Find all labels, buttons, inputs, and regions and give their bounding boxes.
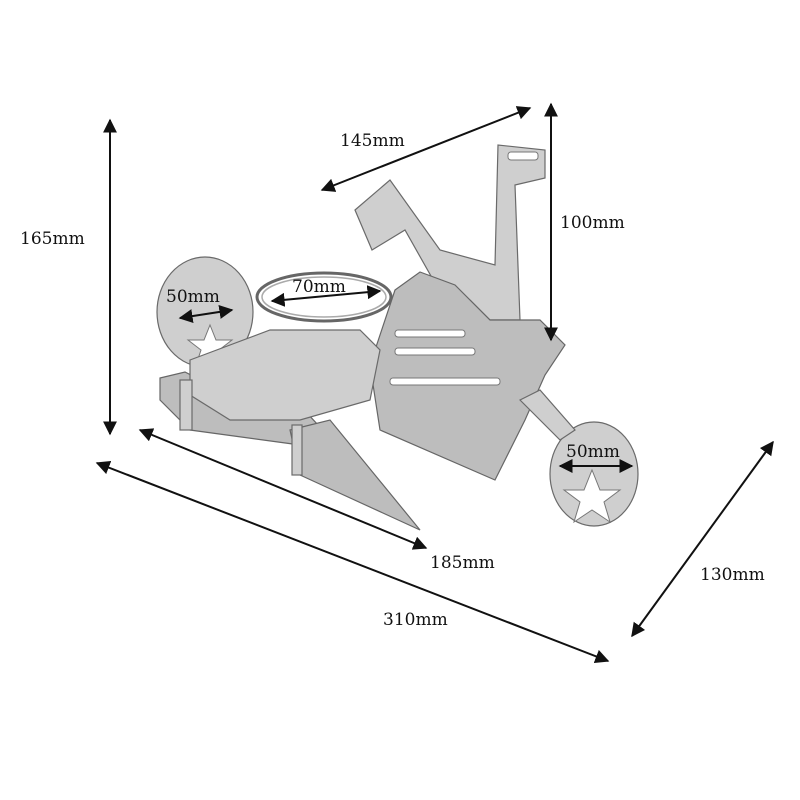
handlebar-width-label: 145mm: [340, 131, 405, 151]
height-total-label: 165mm: [20, 229, 85, 249]
motorcycle-bottle-holder: [156, 144, 639, 531]
total-length-arrow: [95, 461, 610, 663]
handlebar-width-arrow: [320, 106, 532, 192]
rear-wheel-arrow: [178, 304, 234, 324]
bottle-ring-arrow: [270, 285, 382, 307]
total-length-label: 310mm: [383, 610, 448, 630]
base-length-label: 185mm: [430, 553, 495, 573]
front-wheel-label: 50mm: [566, 442, 620, 462]
bottle-ring-label: 70mm: [292, 277, 346, 297]
handlebar-height-label: 100mm: [560, 213, 625, 233]
rear-wheel-label: 50mm: [166, 287, 220, 307]
depth-label: 130mm: [700, 565, 765, 585]
depth-arrow: [631, 440, 774, 638]
